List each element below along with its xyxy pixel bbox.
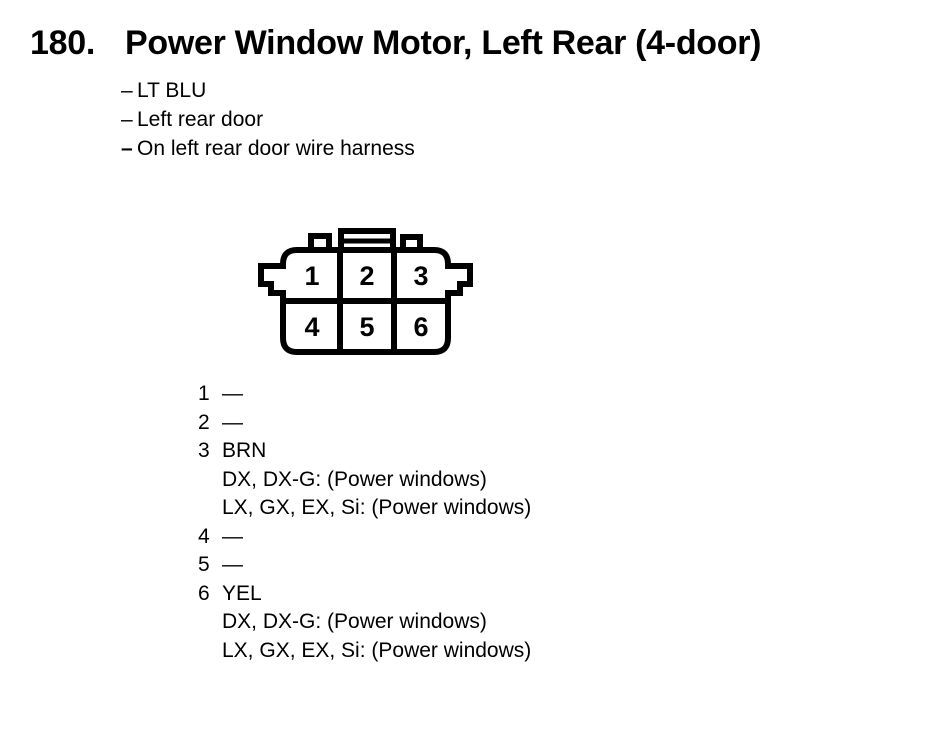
pin-row-2: 2 — [198,409,531,438]
pin-row-3: 3 BRN [198,437,531,466]
pin-note: DX, DX-G: (Power windows) [222,610,487,633]
pin-number: 4 [198,524,210,548]
figure-title: 180. Power Window Motor, Left Rear (4-do… [30,22,761,64]
pin-note: LX, GX, EX, Si: (Power windows) [222,638,532,662]
cavity-2-label: 2 [359,261,374,291]
cavity-3-label: 3 [413,261,428,291]
cavity-1-label: 1 [304,261,319,291]
pin-wire-color: — [222,410,243,434]
pin-row-4: 4 — [198,523,531,552]
detail-text: LT BLU [137,79,207,102]
pin-wire-color: — [222,382,243,405]
pin-row-1: 1 — [198,380,531,409]
pin-number: 6 [198,581,210,605]
pin-number: 5 [198,553,210,576]
pin-note: DX, DX-G: (Power windows) [222,467,487,491]
cavity-6-label: 6 [413,312,428,342]
pin-number: 2 [198,410,210,434]
cavity-grid [283,250,448,352]
pin-number: 1 [198,382,210,405]
cavity-5-label: 5 [359,312,374,342]
figure-title-text: Power Window Motor, Left Rear (4-door) [125,24,762,62]
cavity-4-label: 4 [304,312,319,342]
detail-item-location: – Left rear door [121,105,415,134]
connector-diagram: 1 2 3 4 5 6 [240,218,480,363]
dash-mark: – [121,79,133,102]
pin-row-5: 5 — [198,551,531,580]
figure-number: 180. [30,24,95,62]
dash-mark: – [121,108,133,131]
pin-wire-color: — [222,553,243,576]
detail-item-color: – LT BLU [121,76,415,105]
dash-mark: – [121,137,133,160]
detail-text: Left rear door [137,108,264,131]
cavity-numbers: 1 2 3 4 5 6 [304,261,428,342]
pin-wire-color: — [222,524,243,548]
pin-row-6: 6 YEL [198,580,531,609]
detail-item-harness: – On left rear door wire harness [121,134,415,163]
detail-list: – LT BLU – Left rear door – On left rear… [121,76,415,163]
pin-list: 1 — 2 — 3 BRN DX, DX-G: (Power windows) … [198,380,531,665]
pin-note: LX, GX, EX, Si: (Power windows) [222,496,532,519]
pin-number: 3 [198,439,210,462]
pin-wire-color: YEL [222,581,262,605]
detail-text: On left rear door wire harness [137,137,415,160]
connector-drawing: 1 2 3 4 5 6 [258,228,473,355]
pin-wire-color: BRN [222,439,267,462]
